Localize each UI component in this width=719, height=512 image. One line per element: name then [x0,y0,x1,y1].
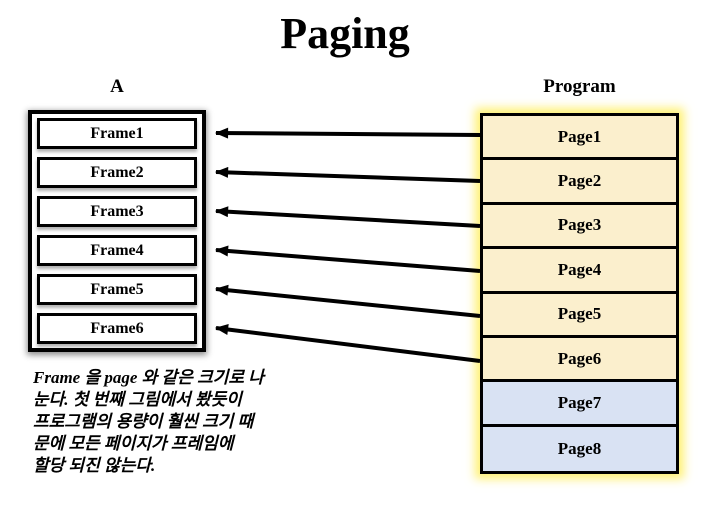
frame-row: Frame3 [37,196,197,227]
page-row: Page2 [483,160,676,205]
page-title: Paging [280,9,410,58]
note-line: 문에 모든 페이지가 프레임에 [33,434,234,453]
frame-row: Frame1 [37,118,197,149]
page-row: Page8 [483,426,676,471]
note-line: 프로그램의 용량이 훨씬 크기 때 [33,412,254,431]
right-column-header: Program [543,76,616,97]
page-row: Page3 [483,204,676,250]
explanation-note: Frame 을 page 와 같은 크기로 나 눈다. 첫 번째 그림에서 봤듯… [33,367,278,477]
page-row: Page5 [483,293,676,338]
arrow-page2-to-frame2-icon [214,166,481,183]
memory-frames-box: Frame1 Frame2 Frame3 Frame4 Frame5 Frame… [28,110,206,352]
note-line: 눈다. 첫 번째 그림에서 봤듯이 [33,390,242,409]
arrow-page1-to-frame1-icon [214,127,481,139]
note-line: 할당 되진 않는다. [33,456,156,475]
frame-row: Frame5 [37,274,197,305]
left-column-header: A [110,76,124,97]
arrow-page6-to-frame6-icon [214,324,481,363]
arrow-page5-to-frame5-icon [214,284,481,318]
arrow-page4-to-frame4-icon [214,245,481,273]
arrow-page3-to-frame3-icon [214,206,481,228]
page-row: Page6 [483,337,676,383]
page-row: Page1 [483,116,676,161]
page-row: Page4 [483,249,676,294]
program-pages-box: Page1 Page2 Page3 Page4 Page5 Page6 Page… [480,113,679,474]
page-row: Page7 [483,382,676,427]
frame-row: Frame2 [37,157,197,188]
frame-row: Frame6 [37,313,197,344]
note-line: Frame 을 page 와 같은 크기로 나 [33,368,264,387]
frame-row: Frame4 [37,235,197,266]
